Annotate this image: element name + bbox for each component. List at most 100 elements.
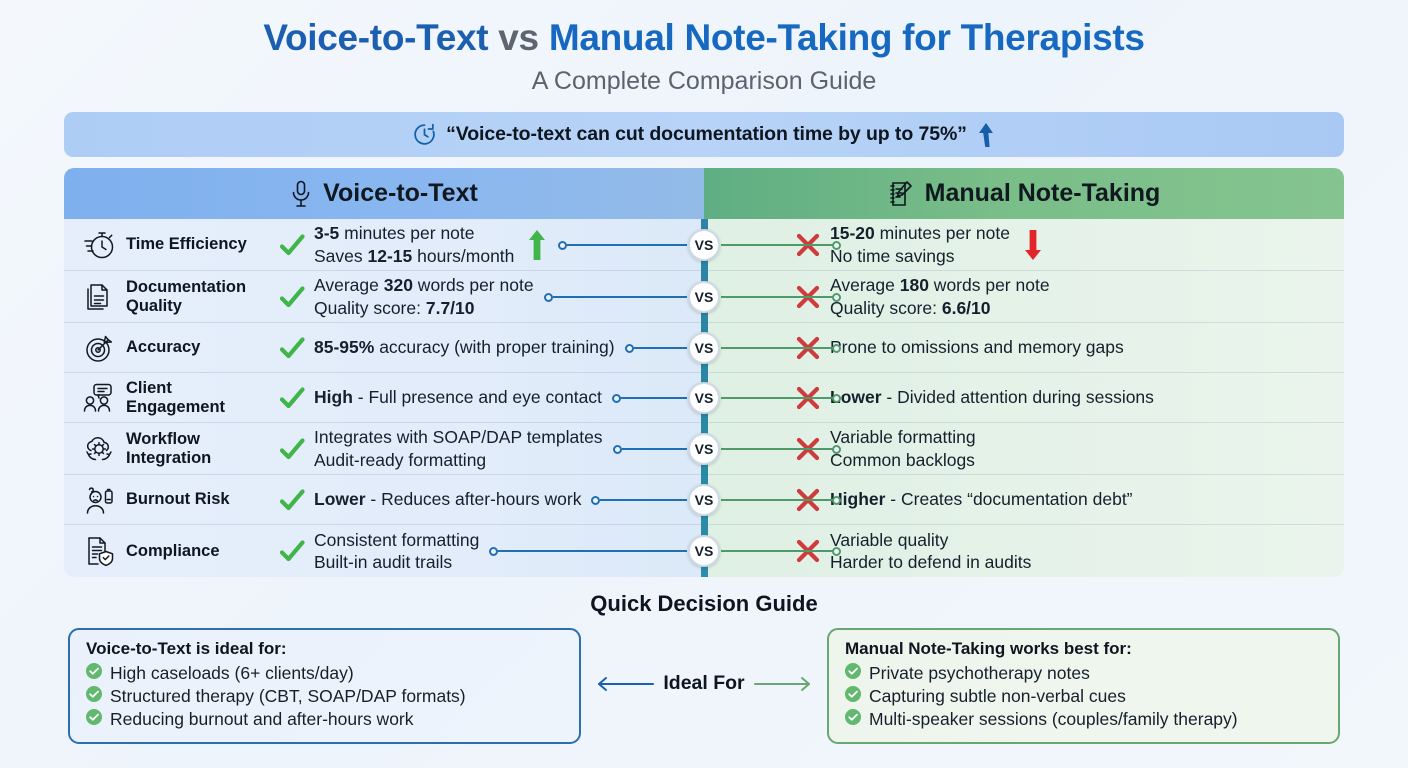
list-item: Reducing burnout and after-hours work (86, 708, 565, 731)
burnout-person-icon (76, 483, 122, 517)
check-icon (270, 435, 314, 463)
row-detail-manual: Prone to omissions and memory gaps (830, 336, 1124, 358)
row-cell-voice: Burnout Risk Lower - Reduces after-hours… (64, 475, 704, 524)
detail-line: Quality score: 7.7/10 (314, 297, 475, 318)
row-detail-voice: Lower - Reduces after-hours work (314, 488, 581, 510)
check-icon (270, 334, 314, 362)
card-title-manual: Manual Note-Taking works best for: (845, 639, 1132, 658)
check-icon (270, 486, 314, 514)
check-circle-icon (845, 708, 861, 731)
row-cell-voice: Workflow Integration Integrates with SOA… (64, 423, 704, 474)
target-icon (76, 331, 122, 365)
row-label: Burnout Risk (126, 490, 230, 509)
check-icon (270, 537, 314, 565)
detail-line: Built-in audit trails (314, 552, 453, 572)
arrow-right-icon (753, 676, 812, 692)
detail-line: Prone to omissions and memory gaps (830, 337, 1124, 358)
list-item: Capturing subtle non-verbal cues (845, 685, 1324, 708)
center-divider (700, 219, 708, 577)
ideal-for-label: Ideal For (663, 672, 745, 694)
list-item: Private psychotherapy notes (845, 662, 1324, 685)
detail-line: Average 180 words per note (830, 275, 1050, 296)
list-item: Multi-speaker sessions (couples/family t… (845, 708, 1324, 731)
comparison-header-right: Manual Note-Taking (704, 168, 1344, 219)
row-cell-manual: Prone to omissions and memory gaps (704, 323, 1344, 372)
detail-line: Integrates with SOAP/DAP templates (314, 427, 603, 448)
stat-banner: “Voice-to-text can cut documentation tim… (64, 112, 1344, 157)
table-row: Client Engagement High - Full presence a… (64, 373, 1344, 423)
stat-banner-text: “Voice-to-text can cut documentation tim… (446, 123, 967, 145)
page-title-part2: Manual Note-Taking for Therapists (548, 17, 1145, 58)
detail-line: Audit-ready formatting (314, 449, 487, 470)
row-cell-voice: Accuracy 85-95% accuracy (with proper tr… (64, 323, 704, 372)
arrow-left-icon (596, 676, 655, 692)
page-subtitle: A Complete Comparison Guide (531, 66, 877, 95)
detail-line: Saves 12-15 hours/month (314, 245, 515, 266)
row-detail-voice: 85-95% accuracy (with proper training) (314, 336, 615, 358)
detail-line: Common backlogs (830, 449, 975, 470)
row-cell-manual: Lower - Divided attention during session… (704, 373, 1344, 422)
check-icon (270, 384, 314, 412)
detail-line: Consistent formatting (314, 529, 480, 550)
detail-line: Lower - Divided attention during session… (830, 387, 1154, 408)
detail-line: Variable quality (830, 529, 949, 550)
arrow-up-green (526, 229, 548, 261)
detail-line: 3-5 minutes per note (314, 223, 475, 244)
row-cell-voice: Client Engagement High - Full presence a… (64, 373, 704, 422)
detail-line: Harder to defend in audits (830, 552, 1032, 572)
detail-line: No time savings (830, 245, 955, 266)
row-detail-manual: Higher - Creates “documentation debt” (830, 488, 1133, 510)
list-item-label: Multi-speaker sessions (couples/family t… (869, 708, 1238, 729)
row-label: Time Efficiency (126, 235, 247, 254)
comparison-header-right-label: Manual Note-Taking (924, 179, 1161, 207)
row-label: Workflow Integration (126, 429, 212, 467)
clock-icon (412, 122, 437, 147)
row-detail-manual: Lower - Divided attention during session… (830, 386, 1154, 408)
check-circle-icon (86, 708, 102, 731)
comparison-table: Voice-to-Text Manual Note-Taking Time Ef… (64, 168, 1344, 577)
check-circle-icon (845, 662, 861, 685)
row-label: Accuracy (126, 338, 201, 357)
check-circle-icon (86, 685, 102, 708)
card-list-voice: High caseloads (6+ clients/day)Structure… (86, 662, 565, 731)
list-item-label: Capturing subtle non-verbal cues (869, 685, 1126, 706)
documents-icon (76, 280, 122, 314)
quick-decision-title: Quick Decision Guide (590, 591, 818, 616)
compliance-shield-doc-icon (76, 534, 122, 568)
check-icon (270, 283, 314, 311)
comparison-background (64, 219, 1344, 577)
detail-line: 15-20 minutes per note (830, 223, 1010, 244)
row-cell-voice: Documentation Quality Average 320 words … (64, 271, 704, 322)
cross-icon (786, 385, 830, 411)
list-item: High caseloads (6+ clients/day) (86, 662, 565, 685)
detail-line: 85-95% accuracy (with proper training) (314, 337, 615, 358)
cross-icon (786, 284, 830, 310)
cross-icon (786, 436, 830, 462)
cross-icon (786, 335, 830, 361)
microphone-icon (290, 179, 312, 209)
row-label: Documentation Quality (126, 277, 247, 315)
list-item-label: Structured therapy (CBT, SOAP/DAP format… (110, 685, 466, 706)
row-label: Compliance (126, 541, 220, 560)
row-label: Client Engagement (126, 378, 226, 416)
detail-line: Higher - Creates “documentation debt” (830, 489, 1133, 510)
detail-line: High - Full presence and eye contact (314, 387, 602, 408)
row-cell-manual: Higher - Creates “documentation debt” (704, 475, 1344, 524)
list-item-label: High caseloads (6+ clients/day) (110, 663, 354, 683)
detail-line: Quality score: 6.6/10 (830, 297, 991, 318)
arrow-down-red (1022, 229, 1044, 261)
header-block: Voice-to-Text vs Manual Note-Taking for … (0, 0, 1408, 96)
comparison-header-left: Voice-to-Text (64, 168, 704, 219)
